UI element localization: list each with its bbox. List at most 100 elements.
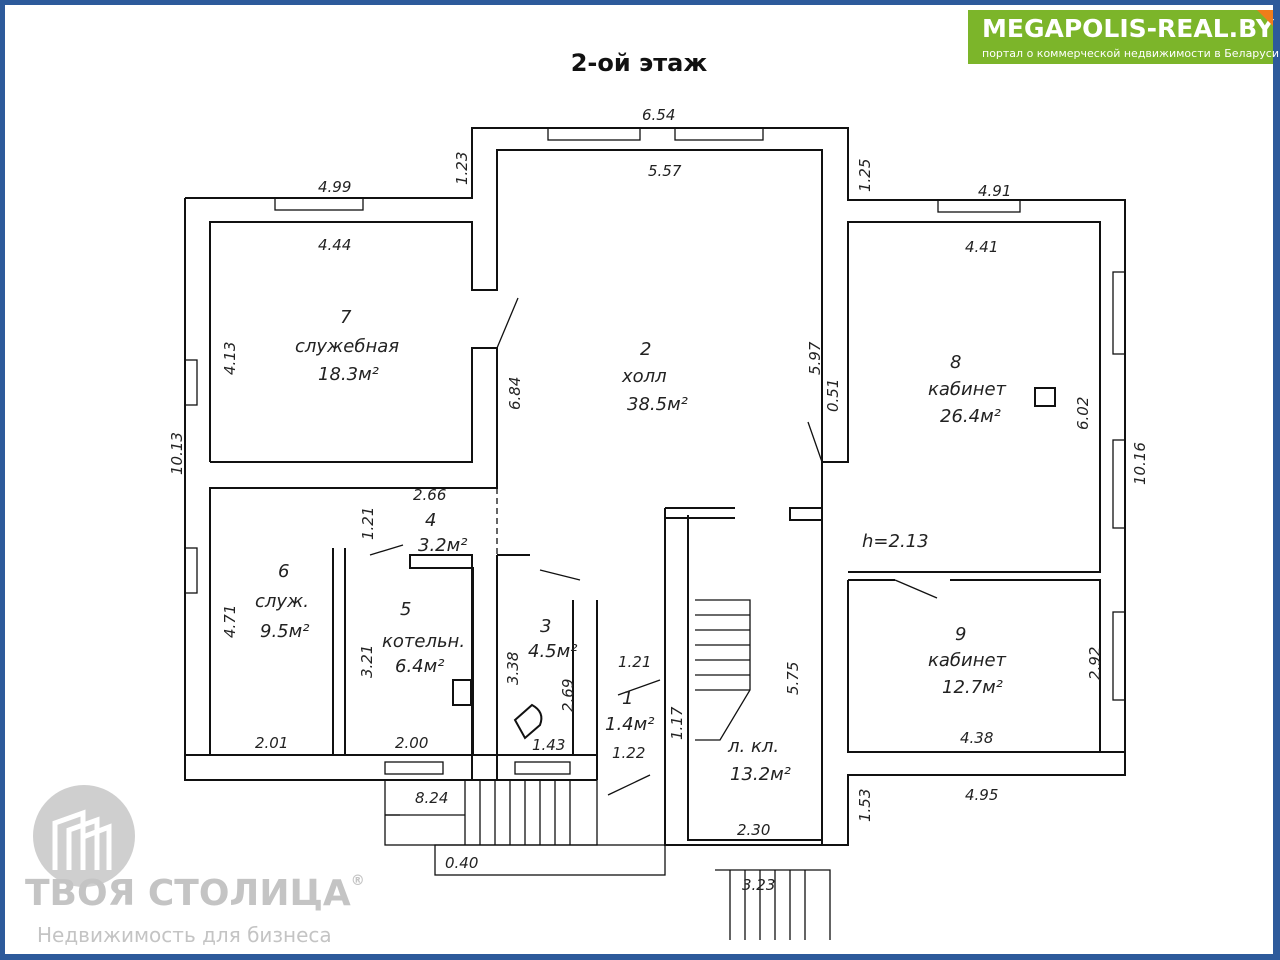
dim: 1.43: [532, 736, 565, 754]
corner-fold-icon: [1257, 10, 1273, 26]
room-7-area: 18.3м²: [318, 364, 379, 385]
dim: 6.84: [506, 377, 524, 410]
stair-room-name: л. кл.: [727, 736, 779, 757]
plan-line: [184, 359, 198, 406]
plan-line: 2 холл 38.5м² 7 служебная 18.3м² 8 кабин…: [168, 106, 1149, 894]
room-8-area: 26.4м²: [940, 406, 1001, 427]
dim: 1.21: [359, 507, 377, 540]
boiler: [452, 679, 472, 706]
floor-plan-canvas: 2-ой этаж MEGAPOLIS-REAL.BY портал о ком…: [5, 5, 1279, 954]
plan-line: [1112, 611, 1126, 701]
plan-line: [80, 823, 112, 870]
stairs: [384, 599, 831, 940]
room-3-num: 3: [540, 616, 551, 637]
room-5-area: 6.4м²: [395, 656, 444, 677]
dim: 2.00: [395, 734, 428, 752]
room-6-area: 9.5м²: [260, 621, 309, 642]
dim: 1.21: [618, 653, 651, 671]
room-2-area: 38.5м²: [627, 394, 688, 415]
plan-line: [695, 599, 751, 741]
stair-room-area: 13.2м²: [730, 764, 791, 785]
plan-line: [514, 761, 571, 775]
plan-line: [687, 515, 822, 841]
dim: 5.97: [806, 341, 824, 375]
toilet: [513, 703, 543, 740]
windows: [184, 127, 1126, 775]
plan-line: [369, 544, 404, 556]
dim: 4.71: [221, 605, 239, 638]
room-7-num: 7: [340, 307, 352, 328]
outer-wall: [185, 127, 1126, 846]
dim: 0.40: [445, 854, 478, 872]
room-2-num: 2: [640, 339, 651, 360]
dim: 8.24: [415, 789, 448, 807]
dim: 5.75: [784, 662, 802, 695]
room-8-name: кабинет: [928, 379, 1007, 400]
dim: 4.95: [965, 786, 998, 804]
room-1-num: 1: [622, 688, 633, 709]
room-4-num: 4: [425, 510, 436, 531]
height-note: h=2.13: [862, 531, 929, 552]
plan-line: [184, 547, 198, 594]
dim: 1.22: [612, 744, 645, 762]
dim: 4.91: [978, 182, 1011, 200]
dim: 4.99: [318, 178, 351, 196]
plan-line: [617, 679, 661, 696]
plan-line: [789, 507, 823, 521]
plan-line: [1112, 439, 1126, 529]
watermark-name: ТВОЯ СТОЛИЦА: [25, 873, 351, 914]
dim: 3.21: [358, 645, 376, 678]
plan-line: [274, 197, 364, 211]
dim: 5.57: [648, 162, 682, 180]
plan-line: [807, 421, 823, 463]
plan-line: [184, 127, 1126, 940]
room-9-name: кабинет: [928, 650, 1007, 671]
room-9-num: 9: [955, 624, 966, 645]
room-3-area: 4.5м²: [528, 641, 577, 662]
room-5-num: 5: [400, 599, 411, 620]
plan-line: [1112, 271, 1126, 355]
dim: 2.30: [737, 821, 770, 839]
brand-name: MEGAPOLIS-REAL.BY: [982, 14, 1274, 43]
dim: 4.38: [960, 729, 993, 747]
plan-line: [674, 127, 764, 141]
dim: 6.02: [1074, 397, 1092, 430]
page-title: 2-ой этаж: [570, 49, 708, 77]
room-5-name: котельн.: [382, 631, 465, 652]
dim: 2.92: [1086, 647, 1104, 680]
stair-wall: [664, 462, 823, 846]
plan-line: [66, 816, 100, 870]
dim: 2.66: [413, 486, 446, 504]
plan-line: [715, 869, 831, 940]
plan-line: [384, 761, 444, 775]
room-6-name: служ.: [255, 591, 309, 612]
megapolis-logo[interactable]: MEGAPOLIS-REAL.BY портал о коммерческой …: [968, 10, 1279, 64]
room-2-name: холл: [621, 366, 667, 387]
dim: 3.38: [504, 652, 522, 685]
plan-line: [607, 774, 651, 796]
watermark-tagline: Недвижимость для бизнеса: [37, 923, 332, 947]
brand-tagline: портал о коммерческой недвижимости в Бел…: [982, 47, 1279, 60]
dim: 4.41: [965, 238, 998, 256]
plan-line: [496, 297, 519, 349]
room-6-num: 6: [278, 561, 289, 582]
dim: 1.25: [856, 159, 874, 192]
dim: 3.23: [742, 876, 775, 894]
dim: 6.54: [642, 106, 675, 124]
room-7-name: служебная: [295, 336, 399, 357]
plan-line: [894, 579, 938, 599]
plan-line: [547, 127, 641, 141]
wall: [209, 149, 1101, 573]
plan-line: [937, 199, 1021, 213]
dim: 4.44: [318, 236, 351, 254]
dim: 2.01: [255, 734, 288, 752]
plan-line: [539, 569, 581, 581]
dim: 1.17: [668, 706, 686, 740]
column: [1034, 387, 1056, 407]
room-8-num: 8: [950, 352, 961, 373]
dim: 1.53: [856, 789, 874, 822]
plan-line: [52, 809, 112, 870]
dim: 0.51: [824, 379, 842, 412]
dim: 2.69: [559, 679, 577, 712]
doors: [369, 297, 938, 816]
